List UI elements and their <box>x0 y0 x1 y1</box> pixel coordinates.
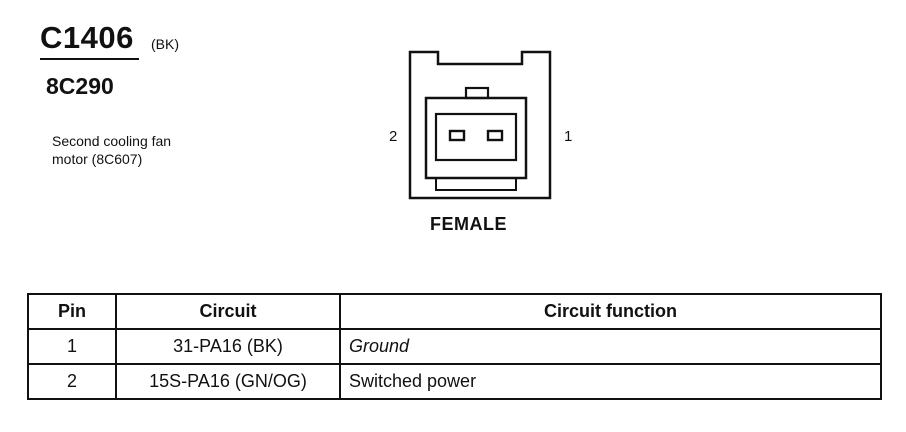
cell-pin: 2 <box>27 363 117 400</box>
terminal-pin-1 <box>486 129 504 142</box>
pin-label-left: 2 <box>389 128 398 145</box>
table-row: 2 15S-PA16 (GN/OG) Switched power <box>27 363 882 400</box>
part-number: 8C290 <box>46 73 114 99</box>
connector-housing <box>408 50 552 200</box>
pin-table-header-row: Pin Circuit Circuit function <box>27 293 882 330</box>
connector-gender: FEMALE <box>430 214 507 234</box>
connector-id: C1406 <box>40 20 134 55</box>
pin-table: Pin Circuit Circuit function 1 31-PA16 (… <box>27 293 882 400</box>
connector-color-code: (BK) <box>151 36 179 52</box>
description-line-2: motor (8C607) <box>52 151 143 167</box>
terminal-pin-2 <box>448 129 466 142</box>
connector-face-icon <box>408 50 552 200</box>
connector-inner-body <box>424 96 528 180</box>
cell-circuit-function: Switched power <box>339 363 882 400</box>
description-line-1: Second cooling fan <box>52 133 172 149</box>
pin-label-right: 1 <box>564 128 573 145</box>
cell-pin: 1 <box>27 328 117 365</box>
cell-circuit-function: Ground <box>339 328 882 365</box>
header-circuit: Circuit <box>115 293 341 330</box>
connector-cavity <box>434 112 518 162</box>
header-pin: Pin <box>27 293 117 330</box>
connector-base <box>435 178 517 191</box>
cell-circuit: 31-PA16 (BK) <box>115 328 341 365</box>
connector-latch <box>464 86 490 100</box>
table-row: 1 31-PA16 (BK) Ground <box>27 328 882 365</box>
cell-circuit: 15S-PA16 (GN/OG) <box>115 363 341 400</box>
header-circuit-function: Circuit function <box>339 293 882 330</box>
connector-id-underline <box>40 58 139 60</box>
